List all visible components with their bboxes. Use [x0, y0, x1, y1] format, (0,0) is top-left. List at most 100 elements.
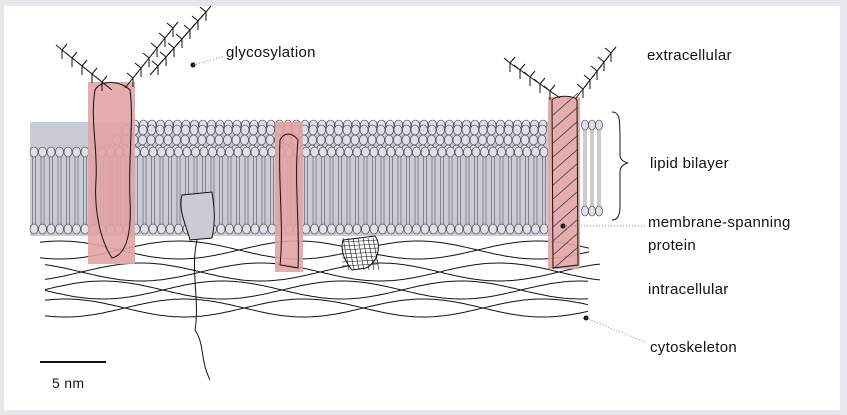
- lipid-head: [437, 223, 447, 235]
- lipid-tail: [355, 157, 359, 224]
- lipid-head: [350, 134, 360, 146]
- label-intracellular: intracellular: [648, 281, 729, 298]
- sugar-chain: [55, 43, 113, 91]
- lipid-tail: [542, 157, 546, 224]
- scale-bar-label: 5 nm: [52, 375, 85, 391]
- lipid-head: [240, 124, 250, 136]
- hatch-line: [552, 106, 579, 130]
- lipid-head: [402, 124, 411, 136]
- glycosylation-chains: [55, 5, 617, 100]
- hatch-line: [552, 204, 579, 228]
- lipid-head: [147, 124, 156, 136]
- hatch-line: [341, 263, 379, 267]
- lipid-head: [514, 146, 523, 158]
- protein-right-hatching: [551, 92, 579, 270]
- lipid-head: [588, 119, 596, 131]
- lipid-head: [140, 146, 149, 158]
- hatch-line: [552, 232, 579, 256]
- lipid-head: [181, 124, 190, 136]
- lipid-tail: [583, 130, 587, 206]
- lipid-head: [520, 134, 530, 146]
- lipid-head: [189, 134, 198, 146]
- label-glycosylation: glycosylation: [226, 44, 316, 61]
- lipid-head: [446, 146, 455, 158]
- lipid-head: [495, 134, 504, 146]
- lipid-head: [454, 223, 464, 235]
- lipid-head: [395, 146, 404, 158]
- label-protein: protein: [648, 237, 696, 254]
- lipid-head: [452, 134, 462, 146]
- lipid-tail: [516, 157, 521, 224]
- lipid-head: [352, 146, 362, 158]
- hatch-line: [341, 251, 379, 255]
- lipid-head: [446, 223, 455, 235]
- lipid-head: [334, 124, 343, 136]
- hatch-line: [552, 148, 579, 172]
- lipid-head: [257, 134, 266, 146]
- actin-filament: [44, 262, 601, 282]
- lipid-head: [198, 124, 207, 136]
- lipid-head: [165, 146, 175, 158]
- lipid-head: [318, 223, 328, 235]
- lipid-head: [393, 134, 402, 146]
- hatch-line: [341, 259, 379, 263]
- lipid-head: [223, 134, 232, 146]
- peripheral-protein: [180, 191, 215, 241]
- lipid-tail: [253, 157, 257, 224]
- lipid-head: [38, 223, 47, 235]
- lipid-tail: [304, 157, 308, 224]
- lipid-head: [461, 134, 470, 146]
- lipid-head: [55, 146, 64, 158]
- label-membrane-spanning: membrane-spanning: [648, 214, 791, 231]
- lipid-tail: [372, 157, 376, 224]
- actin-filament: [44, 298, 589, 318]
- lipid-tail: [57, 157, 62, 224]
- lipid-head: [497, 223, 506, 235]
- lipid-head: [29, 223, 39, 235]
- lipid-tail: [389, 157, 393, 224]
- lipid-head: [471, 146, 481, 158]
- lipid-tail: [491, 157, 495, 224]
- lipid-head: [308, 124, 318, 136]
- lipid-head: [497, 146, 506, 158]
- lipid-head: [335, 146, 345, 158]
- lipid-tail: [440, 157, 444, 224]
- lipid-tail: [329, 157, 334, 224]
- actin-filament: [44, 298, 589, 318]
- lipid-tail: [346, 157, 351, 224]
- sugar-chain: [503, 56, 561, 100]
- lipid-head: [157, 146, 166, 158]
- lipid-head: [403, 223, 413, 235]
- lipid-head: [470, 124, 479, 136]
- lipid-head: [225, 146, 234, 158]
- lipid-head: [386, 146, 396, 158]
- lipid-tail: [142, 157, 147, 224]
- lipid-head: [480, 146, 489, 158]
- lipid-head: [310, 223, 319, 235]
- lipid-head: [581, 119, 589, 131]
- lipid-tail: [457, 157, 461, 224]
- lipid-head: [197, 134, 207, 146]
- lipid-head: [505, 223, 515, 235]
- lipid-head: [157, 223, 166, 235]
- lipid-head: [463, 223, 472, 235]
- lipid-head: [259, 146, 268, 158]
- lipid-head: [301, 146, 311, 158]
- label-cytoskeleton: cytoskeleton: [650, 339, 737, 356]
- lipid-head: [232, 124, 241, 136]
- lipid-head: [138, 134, 147, 146]
- lipid-head: [504, 124, 513, 136]
- lipid-head: [189, 124, 199, 136]
- lipid-head: [385, 124, 394, 136]
- lipid-tail: [499, 157, 504, 224]
- glycosylation-leader: [192, 55, 226, 66]
- lipid-head: [410, 134, 419, 146]
- lipid-head: [46, 146, 56, 158]
- lipid-head: [38, 146, 47, 158]
- lipid-head: [301, 223, 311, 235]
- hatch-line: [341, 239, 379, 243]
- lipid-head: [359, 124, 369, 136]
- lipid-tail: [533, 157, 538, 224]
